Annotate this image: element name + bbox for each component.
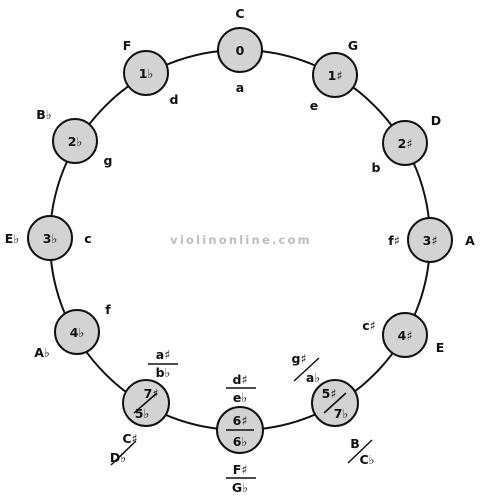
minor-key-label: g: [104, 153, 113, 168]
minor-key-label-alt: e♭: [233, 390, 247, 405]
key-node-b-major: 5♯ 7♭: [311, 379, 359, 427]
key-signature-label: 4♯: [398, 328, 413, 343]
minor-key-label-alt: b♭: [156, 365, 171, 380]
enharmonic-divider: [133, 392, 158, 414]
key-node-e-flat-major: 3♭: [27, 215, 73, 261]
enharmonic-divider: [347, 439, 373, 464]
major-key-label: C♯: [122, 431, 137, 446]
key-signature-label: 3♯: [423, 233, 438, 248]
key-signature-label: 1♯: [328, 68, 343, 83]
key-node-g-major: 1♯: [312, 52, 358, 98]
major-key-label: G: [348, 38, 358, 53]
watermark-text: violinonline.com: [170, 233, 312, 247]
key-node-f-major: 1♭: [123, 50, 169, 96]
enharmonic-divider: [110, 440, 137, 466]
major-key-label: B: [350, 436, 360, 451]
major-key-label: F♯: [233, 462, 248, 477]
minor-key-label: c: [84, 231, 91, 246]
minor-key-label: a: [236, 80, 244, 95]
key-signature-label: 2♭: [68, 134, 83, 149]
major-key-label: A: [465, 233, 475, 248]
major-key-label: E♭: [5, 231, 19, 246]
key-node-d-major: 2♯: [382, 120, 428, 166]
key-signature-label-alt: 5♭: [135, 406, 150, 421]
major-key-label: B♭: [36, 107, 51, 122]
key-node-a-flat-major: 4♭: [54, 309, 100, 355]
key-node-b-flat-major: 2♭: [52, 118, 98, 164]
major-key-label-alt: G♭: [232, 480, 248, 495]
minor-key-label: d: [170, 92, 179, 107]
key-signature-label: 5♯: [322, 386, 337, 401]
key-node-e-major: 4♯: [382, 312, 428, 358]
major-key-label-alt: C♭: [359, 452, 374, 467]
key-signature-label: 4♭: [70, 325, 85, 340]
minor-key-label: g♯: [292, 351, 307, 366]
key-signature-label: 2♯: [398, 136, 413, 151]
key-node-c-major: 0: [217, 27, 263, 73]
major-key-label-alt: D♭: [110, 450, 126, 465]
major-key-label: D: [431, 113, 441, 128]
minor-key-label-alt: a♭: [306, 370, 320, 385]
key-signature-label: 3♭: [43, 231, 58, 246]
key-signature-label-alt: 7♭: [334, 406, 349, 421]
enharmonic-divider: [323, 392, 347, 414]
key-signature-label: 6♯: [233, 413, 248, 428]
minor-key-label: c♯: [362, 318, 375, 333]
minor-key-label: f: [105, 302, 111, 317]
major-key-label: F: [123, 38, 132, 53]
key-signature-label: 7♯: [144, 386, 159, 401]
major-key-label: E: [436, 340, 445, 355]
minor-key-label: d♯: [233, 372, 248, 387]
key-node-f-sharp-major: 6♯ 6♭: [216, 406, 264, 454]
key-node-a-major: 3♯: [407, 217, 453, 263]
enharmonic-divider: [293, 357, 320, 382]
minor-key-label: b: [372, 160, 381, 175]
minor-key-label: f♯: [388, 233, 400, 248]
key-signature-label: 0: [236, 43, 245, 58]
minor-key-label: e: [310, 98, 318, 113]
key-node-c-sharp-major: 7♯ 5♭: [122, 379, 170, 427]
key-signature-label: 1♭: [139, 66, 154, 81]
major-key-label: A♭: [34, 345, 50, 360]
minor-key-label: a♯: [156, 347, 170, 362]
major-key-label: C: [235, 6, 244, 21]
key-signature-label-alt: 6♭: [233, 434, 248, 449]
